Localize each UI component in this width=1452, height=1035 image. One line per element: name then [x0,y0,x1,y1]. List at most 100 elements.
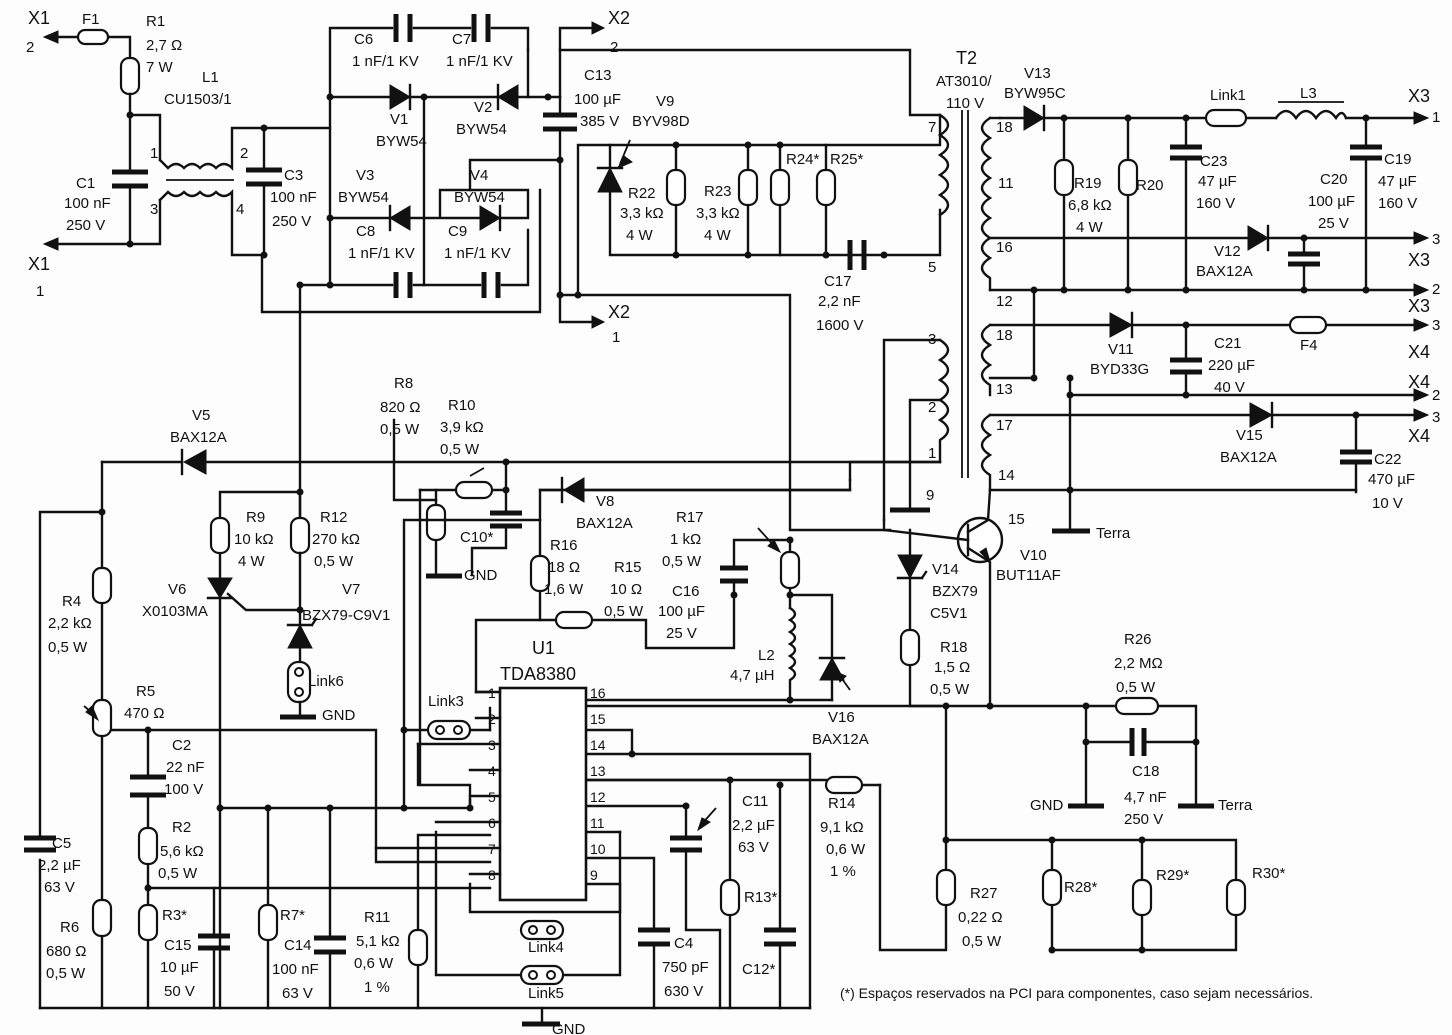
label-r7: R7* [280,907,305,924]
label-r1: R1 [146,13,165,30]
label-r20: R20 [1136,177,1164,194]
label-v5-value: BAX12A [170,429,227,446]
label-c1-value: 100 nF [64,195,111,212]
label-c11-value: 2,2 µF [732,817,775,834]
label-c18: C18 [1132,763,1160,780]
label-r1-value: 2,7 Ω [146,37,182,54]
label-c7-value: 1 nF/1 KV [446,53,513,70]
label-r10: R10 [448,397,476,414]
label-r23-power: 4 W [704,227,732,244]
label-l1-value: CU1503/1 [164,91,232,108]
label-c5: C5 [52,835,71,852]
ic-pin-1: 1 [488,685,496,701]
label-v11-value: BYD33G [1090,361,1149,378]
label-r18-value: 1,5 Ω [934,659,970,676]
label-v4: V4 [470,167,488,184]
label-l2: L2 [758,647,775,664]
label-r15-value: 10 Ω [610,581,642,598]
label-r2: R2 [172,819,191,836]
label-r4-power: 0,5 W [48,639,88,656]
label-v15: V15 [1236,427,1263,444]
label-terra-1: Terra [1096,525,1131,542]
label-l1-pin2: 2 [240,145,248,162]
label-r17-value: 1 kΩ [670,531,701,548]
label-r14-tolerance: 1 % [830,863,856,880]
label-x2-bot-pin: 1 [612,329,620,346]
transformer-t2 [848,110,1002,522]
label-r9-power: 4 W [238,553,266,570]
label-r27: R27 [970,885,998,902]
label-r5: R5 [136,683,155,700]
label-r18-power: 0,5 W [930,681,970,698]
label-link6: Link6 [308,673,344,690]
label-v14-value: BZX79 [932,583,978,600]
label-u1: U1 [532,638,555,658]
label-t2-pin13: 13 [996,381,1013,398]
label-c6: C6 [354,31,373,48]
label-link5: Link5 [528,985,564,1002]
label-r25: R25* [830,151,864,168]
label-r26: R26 [1124,631,1152,648]
label-r9-value: 10 kΩ [234,531,274,548]
label-v1-value: BYW54 [376,133,427,150]
ic-pin-7: 7 [488,841,496,857]
label-x4a-pin: 3 [1432,317,1440,334]
label-r17-power: 0,5 W [662,553,702,570]
label-r11-value: 5,1 kΩ [356,933,400,950]
ic-pin-8: 8 [488,867,496,883]
label-t2-pin12: 12 [996,293,1013,310]
label-c23-voltage: 160 V [1196,195,1235,212]
secondary-outputs [988,101,1430,534]
label-gnd-c10: GND [464,567,498,584]
label-r12: R12 [320,509,348,526]
label-x3b-pin: 3 [1432,231,1440,248]
label-c19-value: 47 µF [1378,173,1417,190]
label-r22-power: 4 W [626,227,654,244]
label-c21-voltage: 40 V [1214,379,1245,396]
label-v12: V12 [1214,243,1241,260]
arrow-x1-bot [42,237,59,251]
label-v9-value: BYV98D [632,113,690,130]
label-t2-pin16: 16 [996,239,1013,256]
label-r8-power: 0,5 W [380,421,420,438]
label-c14: C14 [284,937,312,954]
label-x4b: X4 [1408,372,1430,392]
label-r15: R15 [614,559,642,576]
label-v7: V7 [342,581,360,598]
label-v6-value: X0103MA [142,603,208,620]
label-c3-value: 100 nF [270,189,317,206]
label-r8-value: 820 Ω [380,399,420,416]
label-c8: C8 [356,223,375,240]
label-r6-power: 0,5 W [46,965,86,982]
label-c7: C7 [452,31,471,48]
label-c18-voltage: 250 V [1124,811,1163,828]
ic-pin-16: 16 [590,685,606,701]
label-x1-bot: X1 [28,254,50,274]
label-r13: R13* [744,889,778,906]
label-r29: R29* [1156,867,1190,884]
ic-pin-4: 4 [488,763,496,779]
label-v14: V14 [932,561,959,578]
label-c4: C4 [674,935,693,952]
ic-pin-14: 14 [590,737,606,753]
label-v2: V2 [474,99,492,116]
label-x4b-pin: 2 [1432,387,1440,404]
label-r27-power: 0,5 W [962,933,1002,950]
label-t2-voltage: 110 V [946,95,984,112]
label-x3a-pin: 1 [1432,109,1440,126]
label-c13-voltage: 385 V [580,113,619,130]
label-c13-value: 100 µF [574,91,621,108]
label-r14-value: 9,1 kΩ [820,819,864,836]
label-v11: V11 [1108,341,1134,358]
power-switch [538,478,1247,954]
label-v10: V10 [1020,547,1047,564]
ic-pin-11: 11 [590,815,605,831]
label-terra-2: Terra [1218,797,1253,814]
label-r22-value: 3,3 kΩ [620,205,664,222]
label-x2-top: X2 [608,8,630,28]
label-t2-pin14: 14 [998,467,1015,484]
fuse-f1 [76,28,110,46]
label-x2-top-pin: 2 [610,39,618,56]
label-v16-value: BAX12A [812,731,869,748]
